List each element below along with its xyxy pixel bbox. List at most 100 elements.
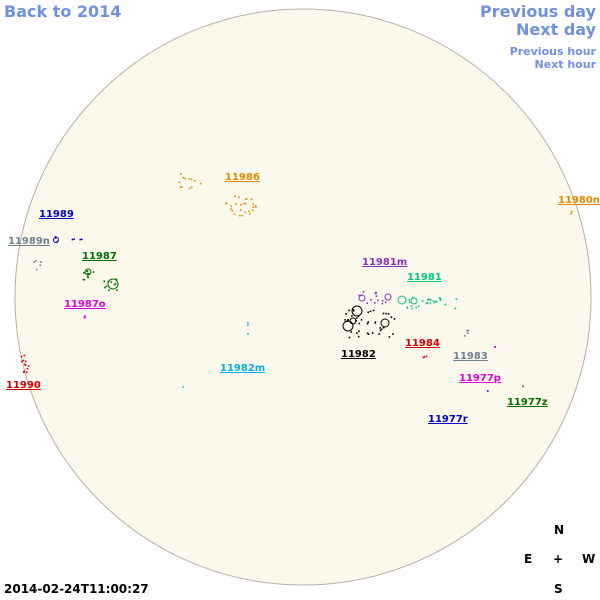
region-label-11986[interactable]: 11986: [225, 172, 260, 183]
region-label-11981[interactable]: 11981: [407, 272, 442, 283]
sunspot: [250, 198, 253, 201]
sunspot: [408, 301, 411, 303]
sunspot: [425, 302, 428, 305]
sunspot: [374, 292, 377, 295]
sunspot: [423, 356, 426, 358]
sunspot: [415, 306, 417, 309]
region-label-11989[interactable]: 11989: [39, 209, 74, 220]
region-label-11977p[interactable]: 11977p: [459, 373, 501, 384]
sunspot: [26, 371, 28, 374]
sunspot: [115, 278, 118, 280]
sunspot: [179, 186, 182, 188]
sunspot: [426, 302, 429, 304]
sunspot: [357, 335, 360, 338]
sunspot: [570, 211, 573, 213]
sunspot-ring: [342, 320, 354, 332]
region-label-11987[interactable]: 11987: [82, 251, 117, 262]
sunspot: [254, 205, 257, 207]
sunspot: [439, 299, 442, 301]
sunspot: [429, 302, 432, 305]
sunspot: [438, 296, 441, 299]
back-to-year-link[interactable]: Back to 2014: [4, 2, 122, 21]
region-label-11981m[interactable]: 11981m: [362, 257, 408, 268]
sunspot: [369, 310, 372, 313]
sunspot: [422, 356, 425, 359]
sunspot: [433, 301, 435, 304]
sunspot: [381, 302, 384, 305]
sunspot: [467, 329, 470, 332]
sunspot: [374, 322, 377, 324]
sunspot-ring: [349, 317, 357, 325]
sunspot: [116, 289, 118, 291]
sunspot-group-11980n: [570, 211, 573, 215]
sunspot: [427, 298, 429, 301]
sunspot: [367, 311, 369, 314]
region-label-11990[interactable]: 11990: [6, 380, 41, 391]
sunspot: [466, 332, 469, 334]
sunspot: [406, 307, 409, 309]
sunspot: [379, 327, 381, 329]
sunspot: [22, 359, 25, 362]
sunspot: [73, 238, 75, 240]
sunspot-group-11987: [82, 270, 118, 291]
sunspot-group-11983: [464, 329, 470, 337]
sunspot: [372, 309, 375, 312]
previous-day-link[interactable]: Previous day: [479, 2, 596, 21]
sunspot: [378, 333, 380, 335]
sunspot: [248, 210, 250, 213]
region-label-11977r[interactable]: 11977r: [428, 414, 468, 425]
sunspot: [357, 315, 360, 318]
sunspot: [381, 300, 384, 302]
sunspot: [189, 187, 191, 190]
sunspot: [358, 330, 360, 333]
sunspot: [245, 198, 248, 200]
sunspot-group-11989n: [33, 259, 42, 271]
sunspot: [375, 295, 378, 297]
sunspot: [367, 321, 369, 323]
region-label-11980n[interactable]: 11980n: [558, 195, 600, 206]
sunspot: [387, 313, 390, 315]
sunspot: [229, 208, 232, 210]
previous-hour-link[interactable]: Previous hour: [509, 45, 596, 58]
sunspot: [432, 300, 435, 302]
sunspot-ring: [384, 293, 392, 301]
sunspot: [370, 299, 372, 301]
sunspot: [429, 298, 432, 301]
region-label-11977z[interactable]: 11977z: [507, 397, 548, 408]
sunspot-group-11990: [20, 354, 30, 374]
sunspot: [113, 283, 116, 286]
sunspot: [384, 301, 387, 304]
sunspot: [39, 264, 42, 266]
sunspot: [81, 238, 83, 241]
sunspot: [348, 336, 351, 339]
sunspot: [180, 186, 183, 188]
sunspot: [352, 310, 355, 312]
sunspot: [439, 297, 442, 300]
sunspot: [393, 318, 396, 320]
region-label-11989n[interactable]: 11989n: [8, 236, 50, 247]
sunspot: [351, 315, 353, 317]
next-day-link[interactable]: Next day: [516, 20, 596, 39]
sunspot-group-11982m: [182, 321, 249, 388]
next-hour-link[interactable]: Next hour: [534, 58, 597, 71]
sunspot: [410, 305, 413, 307]
sunspot: [86, 270, 89, 272]
sunspot: [375, 291, 377, 294]
sunspot: [235, 203, 237, 205]
compass-west: W: [582, 552, 596, 566]
sunspot: [188, 178, 191, 180]
region-label-11982[interactable]: 11982: [341, 349, 376, 360]
sunspot: [35, 268, 38, 271]
region-label-11983[interactable]: 11983: [453, 351, 488, 362]
sunspot: [83, 278, 86, 281]
sunspot: [344, 319, 346, 321]
sunspot: [199, 182, 202, 185]
sunspot: [388, 336, 391, 338]
region-label-11984[interactable]: 11984: [405, 338, 440, 349]
sunspot: [83, 272, 85, 274]
sunspot: [455, 298, 458, 300]
sunspot: [233, 213, 236, 215]
region-label-11987o[interactable]: 11987o: [64, 299, 106, 310]
region-label-11982m[interactable]: 11982m: [220, 363, 266, 374]
sunspot-group-11984: [422, 355, 428, 359]
